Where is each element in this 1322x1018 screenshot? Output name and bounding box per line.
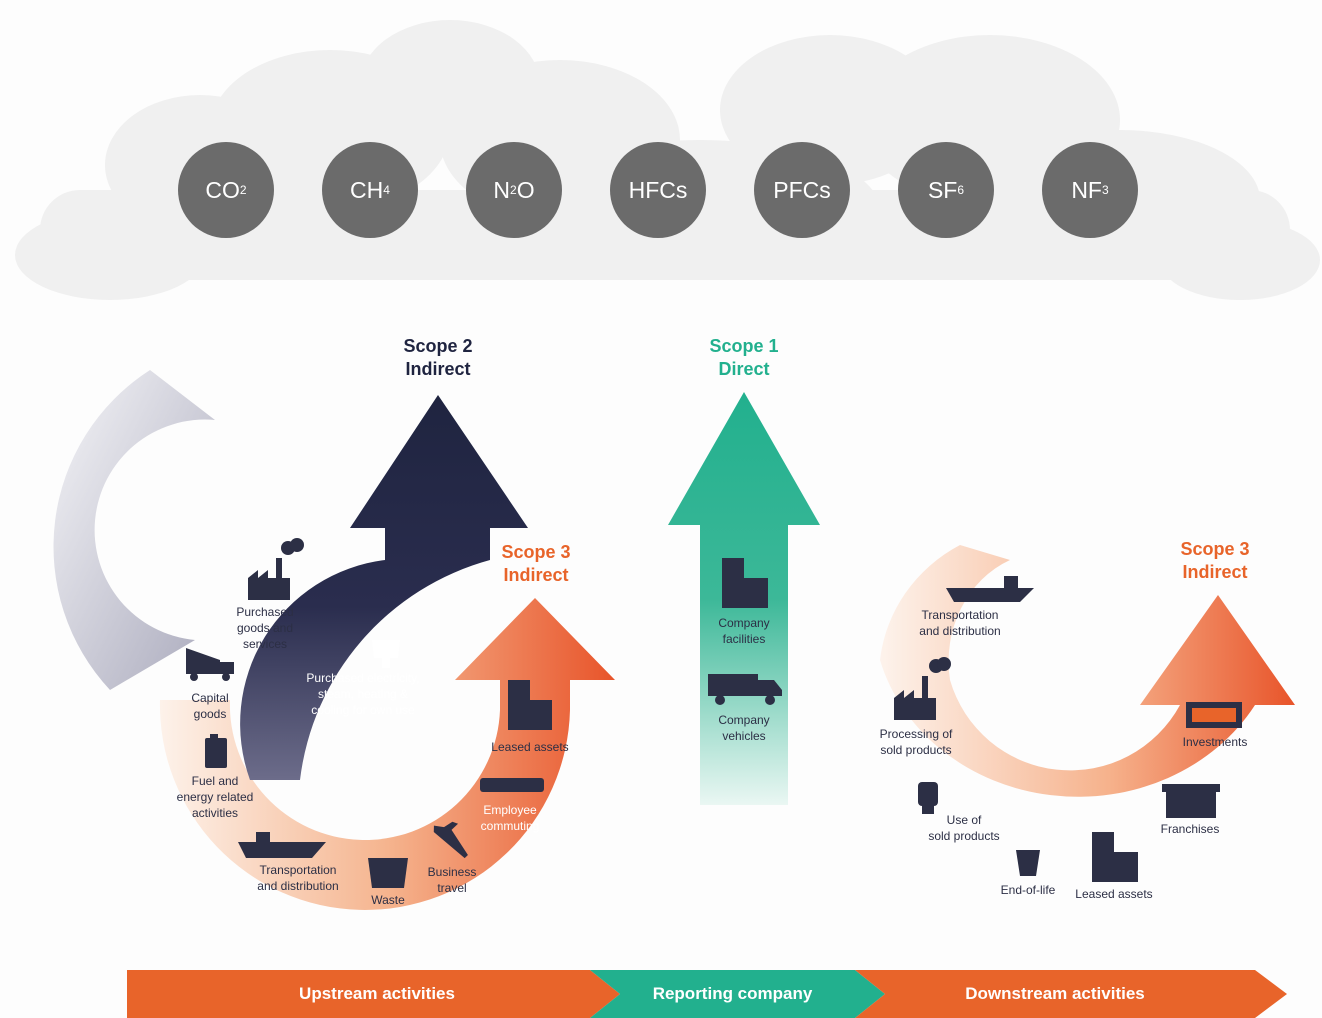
train-icon <box>480 778 544 792</box>
downstream-activities-label: Downstream activities <box>965 984 1145 1003</box>
scope3-downstream-title: Scope 3 Indirect <box>1155 538 1275 584</box>
gas-hfcs-badge: HFCs <box>610 142 706 238</box>
office-building-icon <box>1092 832 1138 882</box>
shop-icon <box>1162 784 1220 818</box>
cargo-ship-icon <box>238 832 326 858</box>
office-building-icon <box>508 680 552 730</box>
scope1-title-line1: Scope 1 <box>709 336 779 356</box>
reporting-company-label: Reporting company <box>652 984 813 1003</box>
label-purchased-goods: Purchased goods and services <box>236 605 294 651</box>
label-business-travel: Business travel <box>427 865 477 895</box>
scope3-downstream-title-line1: Scope 3 <box>1180 539 1250 559</box>
label-upstream-leased-assets: Leased assets <box>491 740 569 754</box>
label-end-of-life: End-of-life <box>1000 883 1056 897</box>
scope2-title-line1: Scope 2 <box>403 336 473 356</box>
waste-bin-icon <box>368 858 408 888</box>
scope1-title: Scope 1 Direct <box>684 335 804 381</box>
label-downstream-transport: Transportation and distribution <box>919 608 1001 638</box>
label-company-facilities: Company facilities <box>718 616 770 646</box>
scope3-upstream-title: Scope 3 Indirect <box>476 541 596 587</box>
fuel-can-icon <box>205 734 227 768</box>
scope3-downstream-title-line2: Indirect <box>1182 562 1248 582</box>
cargo-ship-icon <box>946 576 1034 602</box>
label-downstream-leased-assets: Leased assets <box>1075 887 1153 901</box>
power-plug-icon <box>372 640 400 668</box>
company-building-icon <box>722 558 768 608</box>
airplane-icon <box>433 821 468 859</box>
gas-pfcs-badge: PFCs <box>754 142 850 238</box>
scope2-title-line2: Indirect <box>405 359 471 379</box>
label-purchased-electricity: Purchased electricity, steam, heating & … <box>306 671 420 717</box>
delivery-truck-icon <box>708 674 782 705</box>
upstream-bar-shape <box>127 970 620 1018</box>
label-investments: Investments <box>1182 735 1248 749</box>
banknotes-icon <box>1186 702 1242 728</box>
label-capital-goods: Capital goods <box>191 691 229 721</box>
recycle-bin-icon <box>1016 850 1040 876</box>
label-company-vehicles: Company vehicles <box>718 713 770 743</box>
label-processing: Processing of sold products <box>879 727 953 757</box>
factory-icon <box>894 657 951 720</box>
upstream-activities-label: Upstream activities <box>299 984 455 1003</box>
label-waste: Waste <box>371 893 405 907</box>
scope2-title: Scope 2 Indirect <box>378 335 498 381</box>
light-bulb-icon <box>918 782 938 814</box>
label-franchises: Franchises <box>1160 822 1220 836</box>
scope3-upstream-arrow <box>159 598 615 910</box>
factory-icon <box>248 538 304 600</box>
scope3-upstream-title-line2: Indirect <box>503 565 569 585</box>
downstream-bar-shape <box>855 970 1287 1018</box>
scope3-downstream-arrow <box>880 545 1295 797</box>
tipper-truck-icon <box>186 648 234 681</box>
scope1-title-line2: Direct <box>718 359 770 379</box>
scope2-arrow <box>240 395 528 780</box>
label-employee-commuting: Employee commuting <box>480 803 540 833</box>
label-use-of-sold-products: Use of sold products <box>928 813 1000 843</box>
label-fuel-energy: Fuel and energy related activities <box>176 774 254 820</box>
reporting-bar-shape <box>590 970 885 1018</box>
scope3-upstream-title-line1: Scope 3 <box>501 542 571 562</box>
label-upstream-transport: Transportation and distribution <box>257 863 339 893</box>
